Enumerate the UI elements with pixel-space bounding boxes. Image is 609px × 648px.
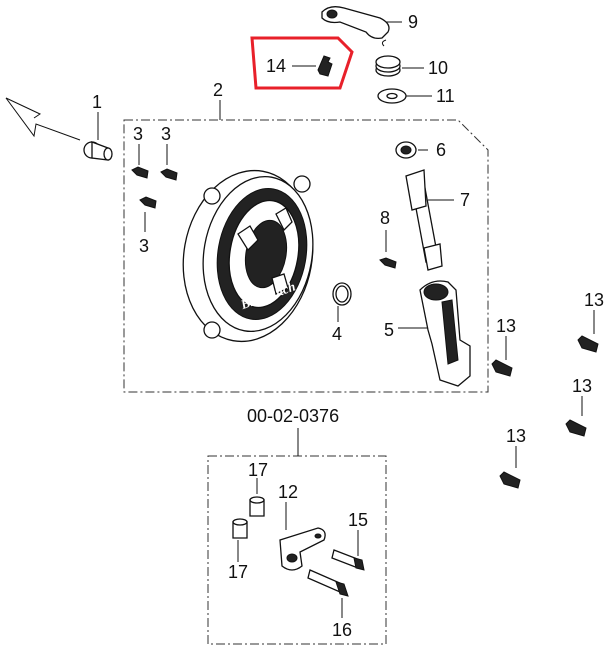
part-8-screw [379,230,397,269]
highlight-box [250,36,354,90]
part-11-washer [377,88,432,104]
part-9-arm [321,6,402,40]
callout-13a: 13 [496,316,516,336]
callout-9: 9 [408,12,418,32]
callout-4: 4 [332,324,342,344]
part-2-clutch-cover: BruClutch [182,100,314,343]
callout-13c: 13 [572,376,592,396]
kit-part-number: 00-02-0376 [247,406,339,426]
callout-11: 11 [436,86,455,106]
callout-16: 16 [332,620,352,640]
part-13-bolts [491,310,599,489]
callout-6: 6 [436,140,446,160]
kit-frame [207,455,387,645]
callout-10: 10 [428,58,448,78]
callout-5: 5 [384,320,394,340]
part-4-o-ring [332,282,352,322]
part-3-screws [131,144,178,232]
callout-7: 7 [460,190,470,210]
part-15-bolt [331,530,365,571]
part-16-bolt [307,569,349,618]
callout-17a: 17 [248,460,268,480]
callout-12: 12 [278,482,298,502]
part-10-spring [375,39,424,77]
callout-13b: 13 [584,290,604,310]
callout-15: 15 [348,510,368,530]
part-14-bolt [250,36,354,90]
direction-arrow-icon [5,97,81,141]
part-5-housing [398,280,471,387]
part-6-bearing [395,141,428,159]
assembly-frame [123,119,489,393]
callout-2: 2 [213,80,223,100]
callout-3c: 3 [139,236,149,256]
callout-3b: 3 [161,124,171,144]
callout-17b: 17 [228,562,248,582]
callout-14: 14 [266,56,286,76]
callout-13d: 13 [506,426,526,446]
callout-8: 8 [380,208,390,228]
part-7-shaft [405,169,454,271]
part-12-bracket [279,502,326,571]
part-1-fitting [83,112,113,161]
part-17-spacers [232,478,265,562]
callout-1: 1 [92,92,102,112]
callout-3a: 3 [133,124,143,144]
callout-labels: 1 2 3 3 3 4 5 6 7 8 9 10 11 14 13 13 13 … [92,12,604,640]
